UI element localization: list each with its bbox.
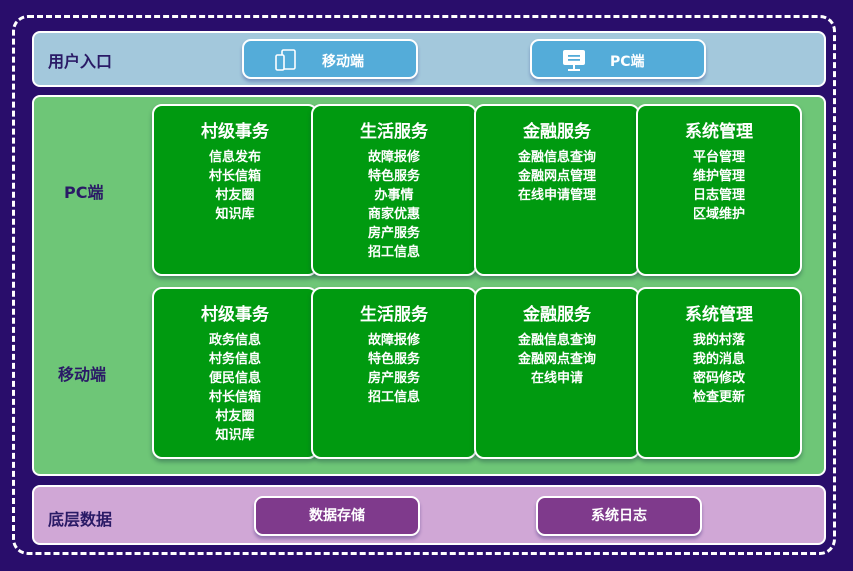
list-item: 村务信息 <box>208 352 261 367</box>
list-item: 金融信息查询 <box>517 333 596 348</box>
list-item: 金融信息查询 <box>517 150 596 165</box>
list-item: 房产服务 <box>367 226 420 241</box>
row-label-pc: PC端 <box>64 183 104 202</box>
list-item: 检查更新 <box>692 390 745 405</box>
list-item: 办事情 <box>374 188 414 203</box>
list-item: 我的村落 <box>692 333 745 348</box>
card-title: 金融服务 <box>523 122 591 142</box>
card-title: 村级事务 <box>201 122 269 142</box>
list-item: 区域维护 <box>692 207 745 222</box>
monitor-icon <box>562 48 586 72</box>
list-item: 村友圈 <box>215 188 255 203</box>
list-item: 日志管理 <box>692 188 745 203</box>
list-item: 信息发布 <box>208 150 261 165</box>
list-item: 在线申请 <box>530 371 583 386</box>
list-item: 招工信息 <box>367 390 420 405</box>
card-title: 村级事务 <box>201 305 269 325</box>
list-item: 在线申请管理 <box>517 188 596 203</box>
list-item: 平台管理 <box>692 150 745 165</box>
pc-card-village-affairs[interactable]: 村级事务 信息发布 村长信箱 村友圈 知识库 <box>152 104 318 276</box>
list-item: 特色服务 <box>367 352 420 367</box>
list-item: 维护管理 <box>692 169 745 184</box>
card-title: 系统管理 <box>685 122 753 142</box>
pc-entry-button[interactable]: PC端 <box>530 39 706 79</box>
list-item: 知识库 <box>215 428 255 443</box>
system-boundary-dashed <box>12 15 836 555</box>
pc-card-system-management[interactable]: 系统管理 平台管理 维护管理 日志管理 区域维护 <box>636 104 802 276</box>
list-item: 便民信息 <box>208 371 261 386</box>
list-item: 特色服务 <box>367 169 420 184</box>
row-label-mobile: 移动端 <box>58 365 107 384</box>
pc-card-financial-services[interactable]: 金融服务 金融信息查询 金融网点管理 在线申请管理 <box>474 104 640 276</box>
mobile-tablet-icon <box>274 48 298 72</box>
mobile-card-life-services[interactable]: 生活服务 故障报修 特色服务 房产服务 招工信息 <box>311 287 477 459</box>
list-item: 房产服务 <box>367 371 420 386</box>
mobile-card-financial-services[interactable]: 金融服务 金融信息查询 金融网点查询 在线申请 <box>474 287 640 459</box>
mobile-entry-label: 移动端 <box>322 54 364 70</box>
list-item: 故障报修 <box>367 150 420 165</box>
pc-card-life-services[interactable]: 生活服务 故障报修 特色服务 办事情 商家优惠 房产服务 招工信息 <box>311 104 477 276</box>
mobile-entry-button[interactable]: 移动端 <box>242 39 418 79</box>
list-item: 知识库 <box>215 207 255 222</box>
card-title: 生活服务 <box>360 122 428 142</box>
list-item: 商家优惠 <box>367 207 420 222</box>
list-item: 政务信息 <box>208 333 261 348</box>
list-item: 我的消息 <box>692 352 745 367</box>
base-data-label: 底层数据 <box>48 510 113 529</box>
user-entry-label: 用户入口 <box>48 52 113 71</box>
base-data-layer: 底层数据 数据存储 系统日志 <box>32 485 826 545</box>
list-item: 金融网点管理 <box>517 169 596 184</box>
list-item: 金融网点查询 <box>517 352 596 367</box>
list-item: 村长信箱 <box>208 390 261 405</box>
list-item: 密码修改 <box>692 371 745 386</box>
list-item: 村长信箱 <box>208 169 261 184</box>
card-title: 系统管理 <box>685 305 753 325</box>
system-log-button[interactable]: 系统日志 <box>536 496 702 536</box>
application-layer: PC端 移动端 村级事务 信息发布 村长信箱 村友圈 知识库 生活服务 故障报修… <box>32 95 826 476</box>
mobile-card-village-affairs[interactable]: 村级事务 政务信息 村务信息 便民信息 村长信箱 村友圈 知识库 <box>152 287 318 459</box>
list-item: 招工信息 <box>367 245 420 260</box>
pc-entry-label: PC端 <box>610 54 645 70</box>
list-item: 故障报修 <box>367 333 420 348</box>
data-storage-button[interactable]: 数据存储 <box>254 496 420 536</box>
card-title: 金融服务 <box>523 305 591 325</box>
list-item: 村友圈 <box>215 409 255 424</box>
card-title: 生活服务 <box>360 305 428 325</box>
user-entry-layer: 用户入口 移动端 PC端 <box>32 31 826 87</box>
mobile-card-system-management[interactable]: 系统管理 我的村落 我的消息 密码修改 检查更新 <box>636 287 802 459</box>
